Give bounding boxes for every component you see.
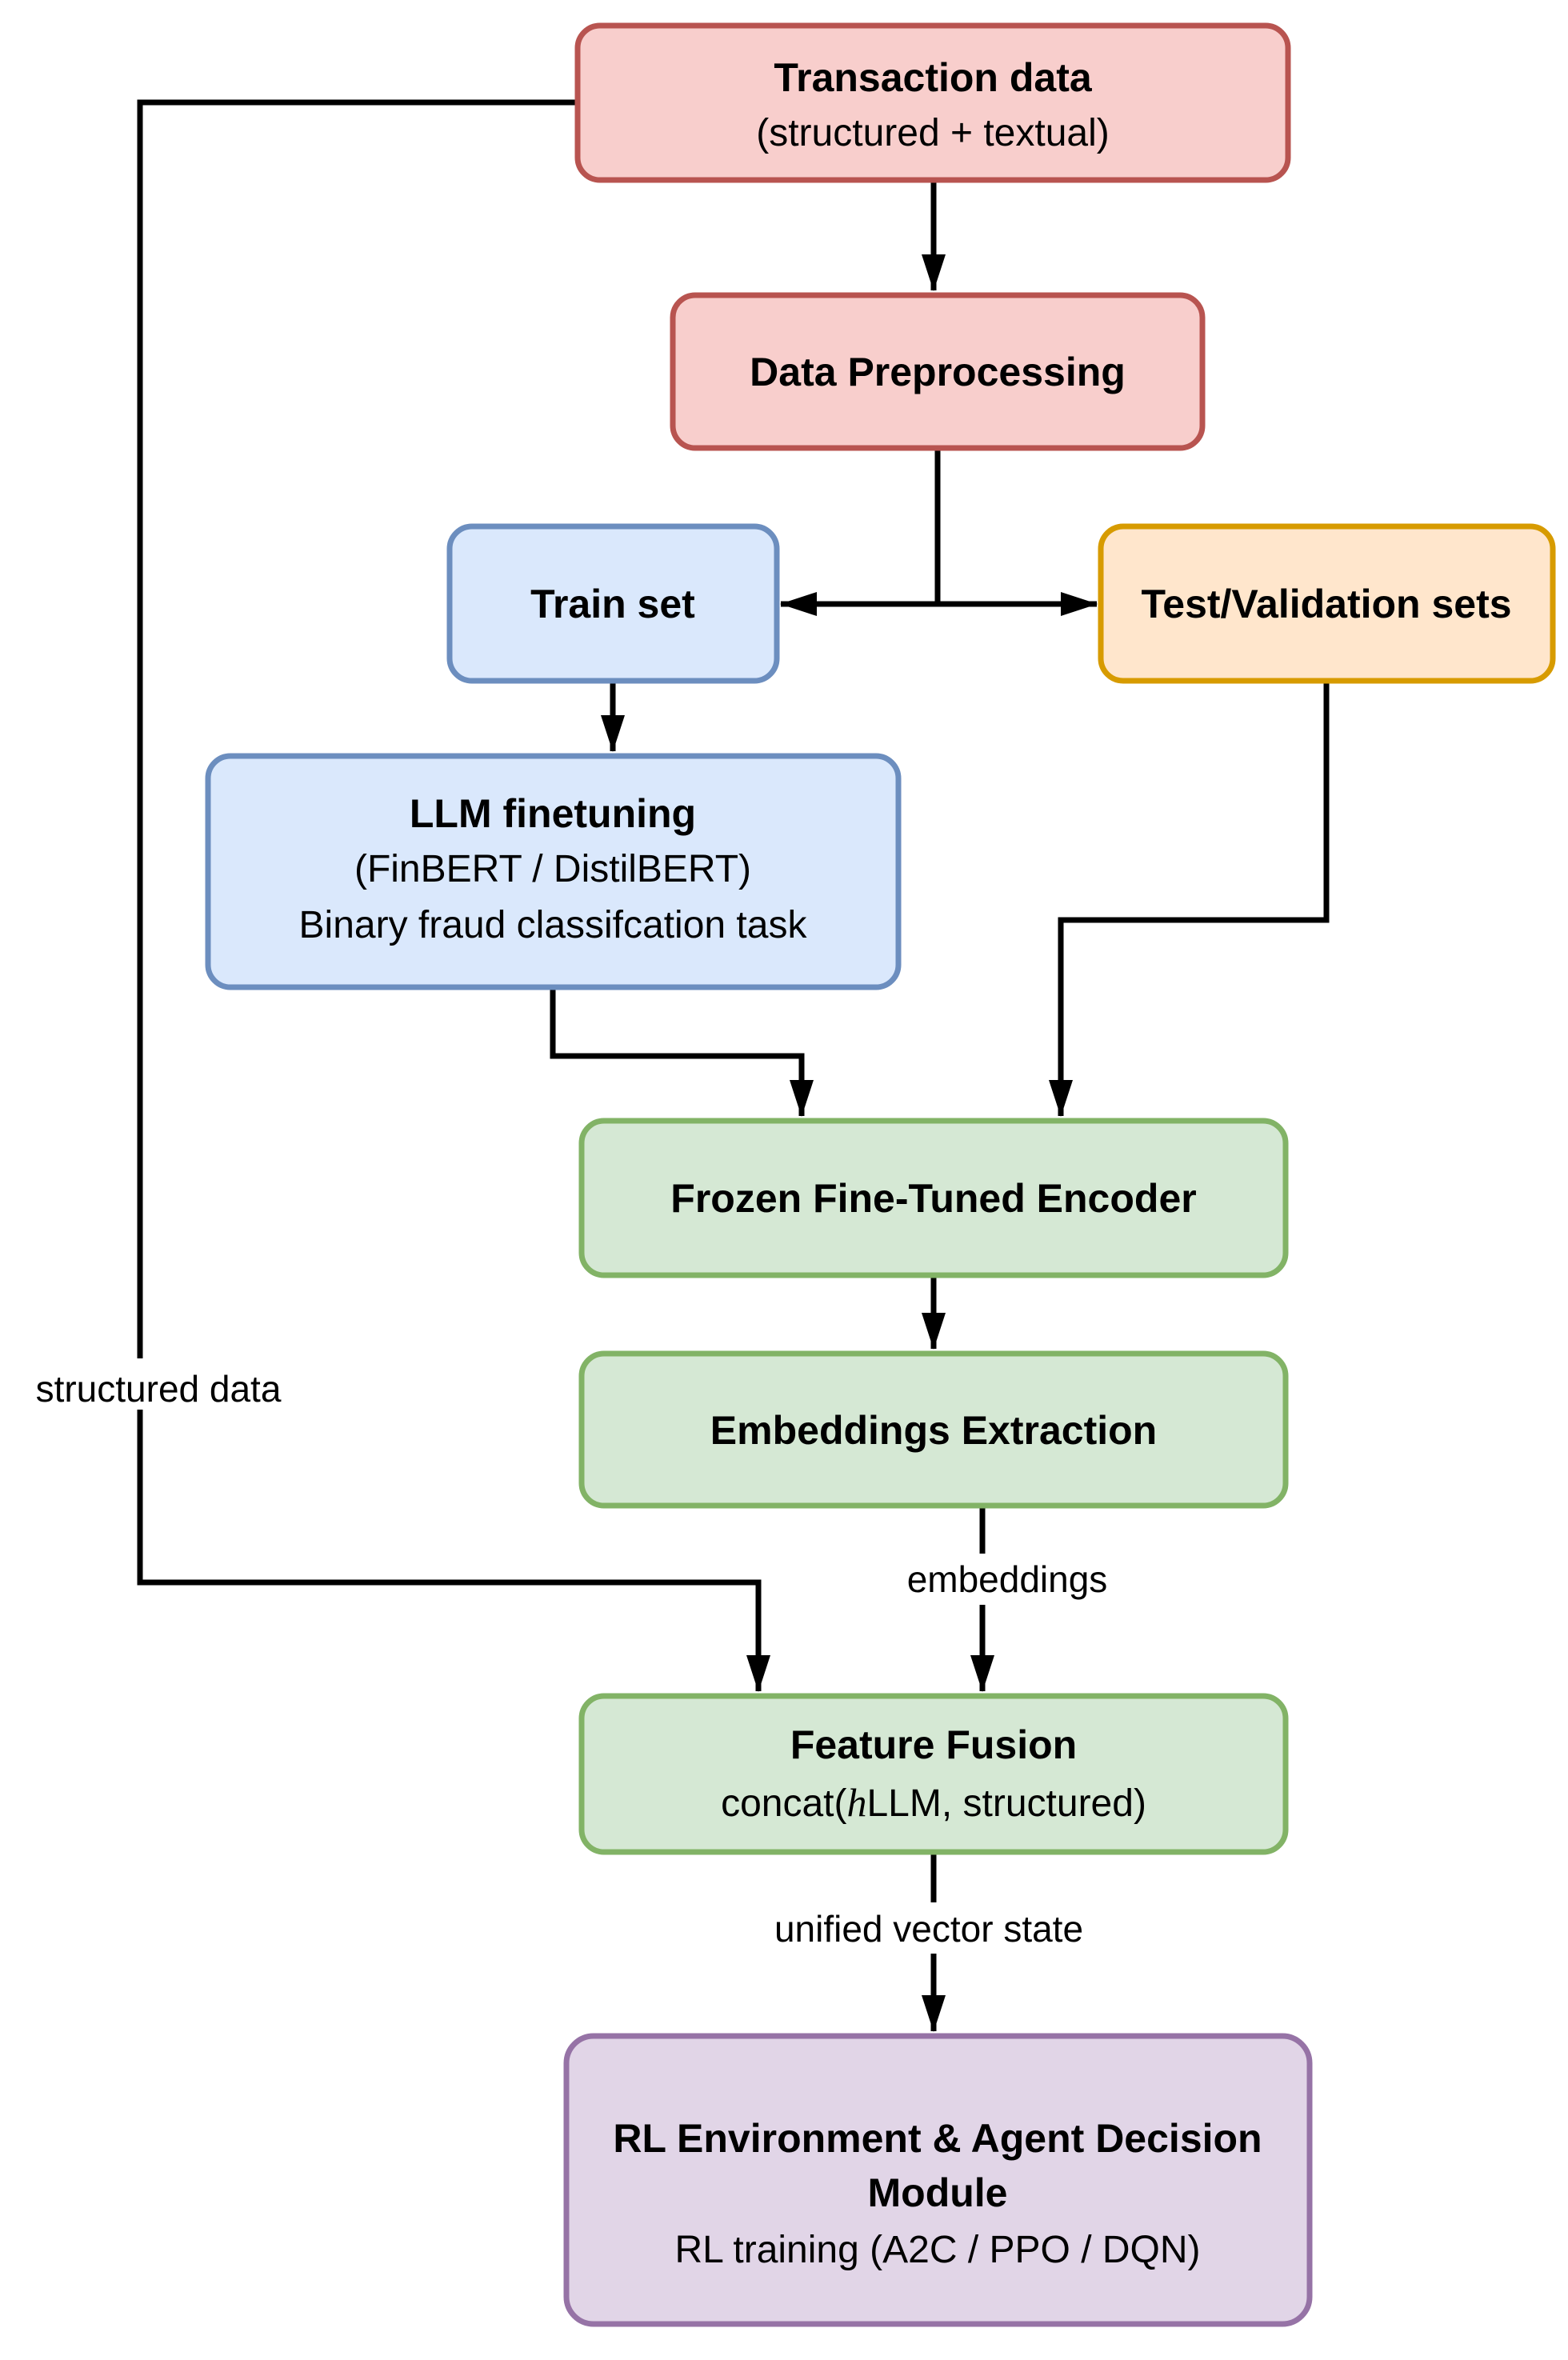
unified-vector-state-label-bg [744, 1902, 1114, 1954]
node-llm-finetuning-title: LLM finetuning [410, 791, 696, 836]
node-rl-module-title-line2: Module [868, 2170, 1008, 2215]
node-data-preprocessing: Data Preprocessing [670, 292, 1206, 451]
node-transaction-data-box [574, 22, 1291, 183]
node-feature-fusion-box [578, 1693, 1289, 1855]
node-test-validation-sets-title: Test/Validation sets [1141, 582, 1511, 626]
edge-labels: structured data embeddings unified vecto… [16, 1358, 1131, 1954]
edge-testval-to-frozen [1049, 682, 1330, 1117]
node-llm-finetuning-models: (FinBERT / DistilBERT) [354, 848, 751, 890]
structured-data-label-bg [16, 1358, 301, 1410]
node-rl-module-box [563, 2033, 1313, 2327]
node-feature-fusion-title: Feature Fusion [790, 1722, 1077, 1767]
embeddings-label-bg [883, 1554, 1131, 1605]
node-transaction-data-title: Transaction data [774, 55, 1093, 100]
node-test-validation-sets: Test/Validation sets [1098, 523, 1556, 684]
formula-h-variable: h [846, 1780, 866, 1825]
node-transaction-data: Transaction data (structured + textual) [574, 22, 1291, 183]
structured-data-label: structured data [36, 1368, 282, 1410]
node-frozen-encoder-title: Frozen Fine-Tuned Encoder [670, 1176, 1196, 1221]
formula-suffix: LLM, structured) [866, 1782, 1146, 1825]
node-data-preprocessing-box [670, 292, 1206, 451]
node-transaction-data-subtitle: (structured + textual) [756, 112, 1110, 154]
unified-vector-state-label: unified vector state [774, 1908, 1083, 1950]
edge-structured-data-bypass [137, 99, 770, 1692]
node-llm-finetuning: LLM finetuning (FinBERT / DistilBERT) Bi… [205, 753, 902, 990]
node-embeddings-extraction-title: Embeddings Extraction [710, 1408, 1157, 1453]
node-test-validation-sets-box [1098, 523, 1556, 684]
node-llm-finetuning-task: Binary fraud classifcation task [299, 904, 808, 946]
node-llm-finetuning-box [205, 753, 902, 990]
node-embeddings-extraction: Embeddings Extraction [578, 1350, 1289, 1509]
node-rl-module: RL Environment & Agent Decision Module R… [563, 2033, 1313, 2327]
node-data-preprocessing-title: Data Preprocessing [750, 350, 1126, 394]
node-frozen-encoder: Frozen Fine-Tuned Encoder [578, 1118, 1289, 1278]
formula-prefix: concat( [721, 1782, 846, 1825]
node-train-set-box [446, 523, 780, 684]
embeddings-label: embeddings [907, 1558, 1108, 1600]
nodes: Transaction data (structured + textual) … [205, 22, 1556, 2327]
node-rl-module-title-line1: RL Environment & Agent Decision [613, 2116, 1262, 2161]
node-rl-module-subtitle: RL training (A2C / PPO / DQN) [674, 2229, 1200, 2271]
node-train-set-title: Train set [530, 582, 695, 626]
node-feature-fusion-formula: concat(hLLM, structured) [721, 1780, 1146, 1825]
edge-llm-to-frozen [550, 989, 814, 1117]
node-frozen-encoder-box [578, 1118, 1289, 1278]
node-embeddings-extraction-box [578, 1350, 1289, 1509]
edges [137, 99, 1330, 2032]
node-train-set: Train set [446, 523, 780, 684]
node-feature-fusion: Feature Fusion concat(hLLM, structured) [578, 1693, 1289, 1855]
